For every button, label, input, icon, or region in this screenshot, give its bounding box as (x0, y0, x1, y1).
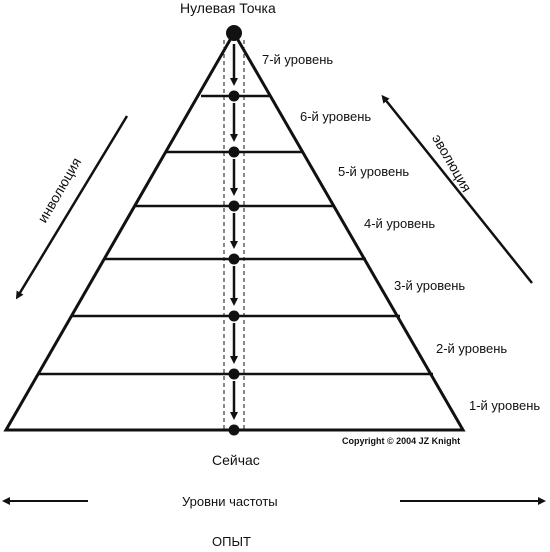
level-dot (228, 90, 240, 102)
copyright-notice: Copyright © 2004 JZ Knight (342, 436, 461, 446)
apex-label: Нулевая Точка (180, 0, 276, 16)
level-label-4: 4-й уровень (364, 216, 436, 231)
level-label-1: 1-й уровень (469, 398, 541, 413)
base-label: Сейчас (212, 452, 260, 468)
level-dot (228, 310, 240, 322)
involution-arrow (15, 115, 129, 300)
level-dot (228, 368, 240, 380)
level-label-5: 5-й уровень (338, 164, 410, 179)
level-label-3: 3-й уровень (394, 278, 466, 293)
experience-label: ОПЫТ (212, 534, 251, 549)
frequency-label: Уровни частоты (182, 494, 278, 509)
level-dot (228, 253, 240, 265)
evolution-arrow (381, 94, 533, 284)
level-label-6: 6-й уровень (300, 109, 372, 124)
level-dot (228, 146, 240, 158)
level-label-2: 2-й уровень (436, 341, 508, 356)
level-label-7: 7-й уровень (262, 52, 334, 67)
level-dot (228, 200, 240, 212)
base-dot (228, 424, 240, 436)
apex-dot (226, 25, 242, 41)
